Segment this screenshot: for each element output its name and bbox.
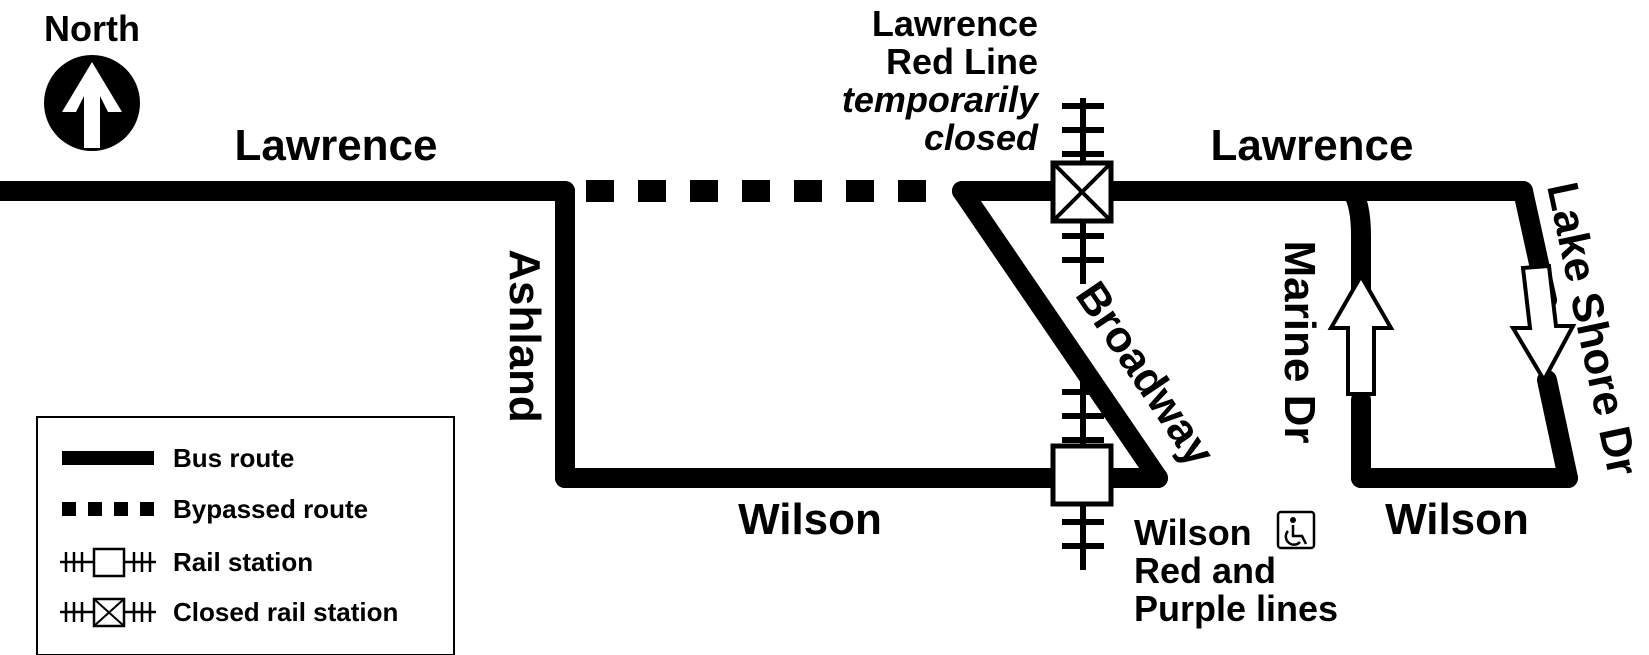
- street-label-wilson-east: Wilson: [1385, 495, 1529, 544]
- street-label-marine-dr: Marine Dr: [1275, 241, 1324, 444]
- north-label: North: [44, 8, 140, 49]
- north-compass: North: [44, 8, 140, 151]
- station-wilson-lines-2: Purple lines: [1134, 588, 1338, 629]
- legend-label-closed-rail-station: Closed rail station: [173, 597, 398, 627]
- station-lawrence-status-1: temporarily: [842, 79, 1040, 120]
- arrow-up-icon: [1327, 271, 1395, 396]
- rail-station-wilson: [1050, 443, 1114, 507]
- street-label-lawrence-east: Lawrence: [1211, 121, 1414, 170]
- legend-item-bypassed-route: Bypassed route: [62, 494, 368, 524]
- station-label-wilson: Wilson Red and Purple lines: [1134, 510, 1338, 629]
- legend-label-rail-station: Rail station: [173, 547, 313, 577]
- station-wilson-name: Wilson: [1134, 512, 1252, 553]
- station-lawrence-status-2: closed: [924, 117, 1039, 158]
- arrow-down-icon: [1509, 263, 1577, 385]
- wheelchair-icon: [1276, 510, 1316, 550]
- bypassed-route: [586, 180, 926, 202]
- closed-rail-station-lawrence: [1050, 160, 1114, 224]
- legend-label-bypassed-route: Bypassed route: [173, 494, 368, 524]
- legend-item-rail-station: Rail station: [60, 547, 313, 578]
- station-label-lawrence: Lawrence Red Line temporarily closed: [842, 3, 1040, 158]
- legend: Bus route Bypassed route Rail station: [36, 416, 455, 655]
- legend-label-bus-route: Bus route: [173, 443, 294, 473]
- legend-item-closed-rail-station: Closed rail station: [60, 597, 398, 628]
- station-lawrence-line: Red Line: [886, 41, 1038, 82]
- station-lawrence-name: Lawrence: [872, 3, 1038, 44]
- route-marine: [1342, 181, 1371, 488]
- street-label-wilson-west: Wilson: [738, 495, 882, 544]
- route-broadway: [952, 181, 1168, 488]
- street-label-ashland: Ashland: [500, 249, 549, 423]
- legend-item-bus-route: Bus route: [62, 443, 294, 473]
- rail-track-wilson: [1062, 382, 1104, 570]
- station-wilson-lines-1: Red and: [1134, 550, 1276, 591]
- north-arrow-icon: [44, 55, 140, 151]
- street-label-lawrence-west: Lawrence: [235, 121, 438, 170]
